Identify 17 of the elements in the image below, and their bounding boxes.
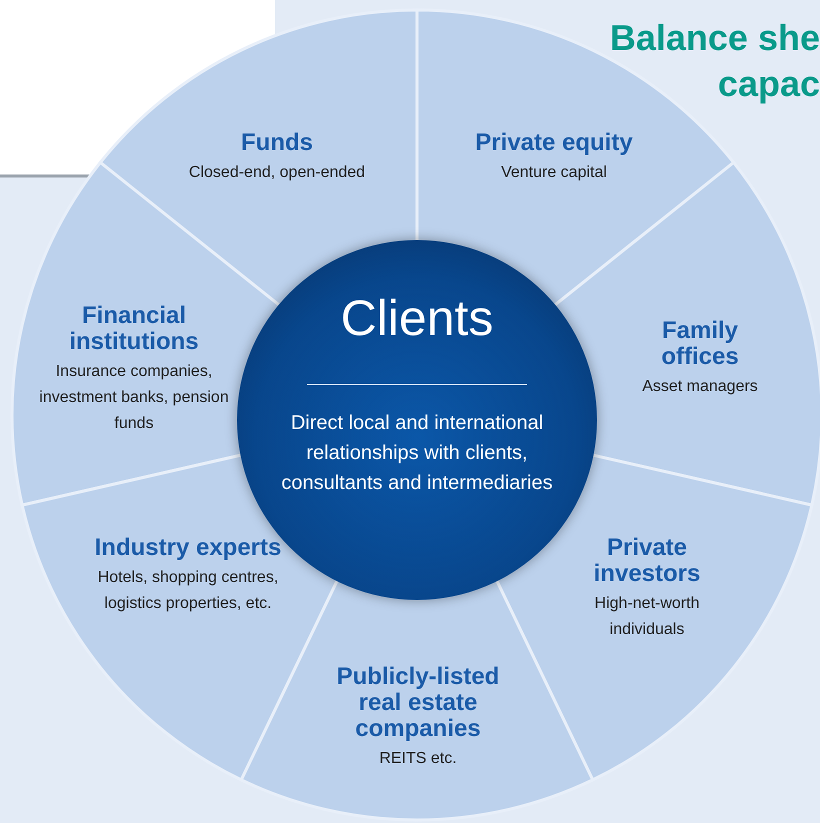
segment-heading: Industry experts xyxy=(94,535,282,561)
segment-heading: Family offices xyxy=(660,318,740,370)
segment-description: Insurance companies, investment banks, pension funds xyxy=(39,362,229,434)
segment-heading: Financial institutions xyxy=(68,303,200,355)
segment-description: Closed-end, open-ended xyxy=(188,163,366,183)
segment-description: Venture capital xyxy=(500,163,608,183)
center-heading: Clients xyxy=(340,289,494,348)
segment-heading: Publicly-listed real estate companies xyxy=(336,664,500,742)
segment-heading: Funds xyxy=(240,130,314,156)
section-title: Balance she capac xyxy=(608,16,820,106)
center-description: Direct local and international relationships with clients, consultants and intermediaries xyxy=(280,411,554,496)
segment-description: REITS etc. xyxy=(378,749,458,769)
segment-description: Hotels, shopping centres, logistics properties, etc. xyxy=(96,568,280,614)
segment-heading: Private investors xyxy=(592,535,702,587)
segment-description: High-net-worth individuals xyxy=(594,594,700,640)
segment-heading: Private equity xyxy=(474,130,634,156)
segment-description: Asset managers xyxy=(641,377,759,397)
